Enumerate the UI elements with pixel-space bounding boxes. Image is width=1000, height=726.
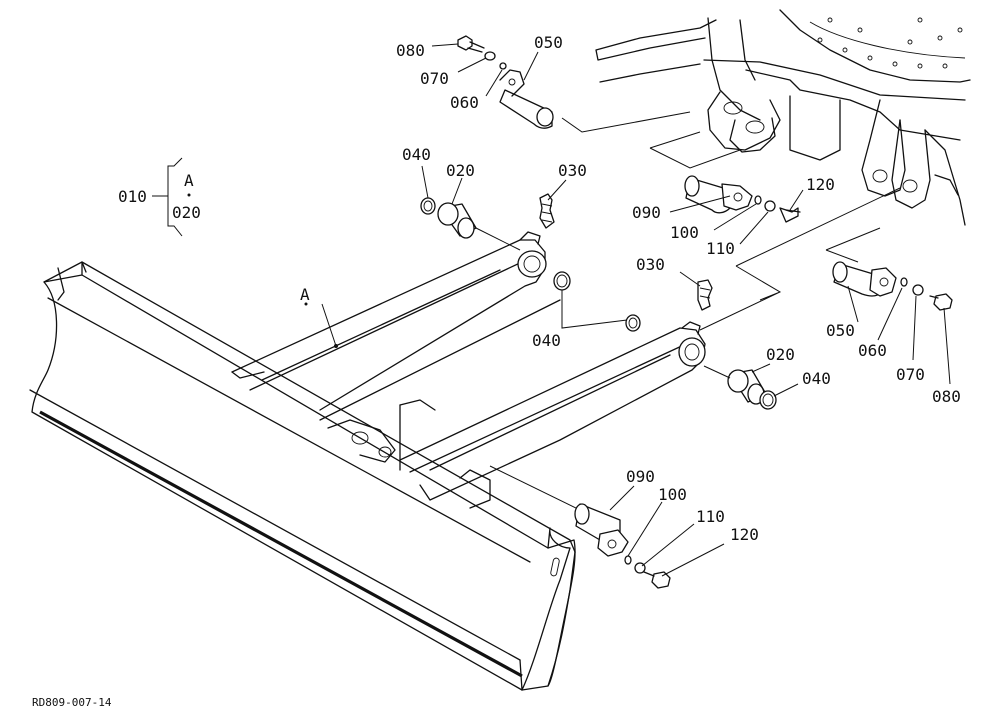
lockwasher-100-lower xyxy=(624,555,632,565)
bolt-080-upper xyxy=(457,35,485,53)
part-label-110-upper: 110 xyxy=(706,239,735,258)
grease-fitting-030-lower xyxy=(697,279,713,311)
part-label-110-lower: 110 xyxy=(696,507,725,526)
part-label-050-lower: 050 xyxy=(826,321,855,340)
washer-110-upper xyxy=(764,200,776,212)
pin-090-upper xyxy=(684,175,753,214)
part-label-080-upper: 080 xyxy=(396,41,425,60)
ring-040-lower-right xyxy=(759,390,777,410)
part-label-060-upper: 060 xyxy=(450,93,479,112)
part-label-120-upper: 120 xyxy=(806,175,835,194)
washer-070-upper xyxy=(484,51,496,61)
break-line-middle xyxy=(649,131,741,169)
part-label-040-lower-right: 040 xyxy=(802,369,831,388)
pin-050-lower xyxy=(832,261,897,297)
part-label-070-lower: 070 xyxy=(896,365,925,384)
part-label-080-lower: 080 xyxy=(932,387,961,406)
lockwasher-060-lower xyxy=(900,277,908,287)
bushing-020-lower xyxy=(727,369,767,405)
part-label-020-lower: 020 xyxy=(766,345,795,364)
lockwasher-100-upper xyxy=(754,195,762,205)
part-label-090-lower: 090 xyxy=(626,467,655,486)
part-label-020-upper: 020 xyxy=(446,161,475,180)
dozer-blade xyxy=(29,261,576,691)
pin-090-lower xyxy=(574,503,629,557)
part-label-070-upper: 070 xyxy=(420,69,449,88)
blade-label-a: A xyxy=(300,285,310,304)
part-label-120-lower: 120 xyxy=(730,525,759,544)
machine-frame xyxy=(595,9,971,226)
break-line-right xyxy=(825,227,881,263)
washer-070-lower xyxy=(912,284,924,296)
leader-lines xyxy=(304,43,951,577)
part-label-040-upper: 040 xyxy=(402,145,431,164)
part-label-050-upper: 050 xyxy=(534,33,563,52)
part-label-100-upper: 100 xyxy=(670,223,699,242)
part-label-030-upper: 030 xyxy=(558,161,587,180)
part-label-060-lower: 060 xyxy=(858,341,887,360)
ring-040-upper-left xyxy=(420,197,436,215)
part-label-100-lower: 100 xyxy=(658,485,687,504)
assembly-ref-a: A xyxy=(184,171,194,190)
break-line-lower xyxy=(699,187,901,331)
break-line-upper xyxy=(561,111,691,133)
bushing-020-upper xyxy=(437,202,477,239)
cross-beam xyxy=(319,299,561,471)
pin-050-upper xyxy=(499,69,554,129)
bolt-120-lower xyxy=(643,571,671,589)
grease-fitting-030-upper xyxy=(539,193,555,229)
right-arm xyxy=(399,321,706,509)
left-arm xyxy=(231,231,547,411)
assembly-number-020: 020 xyxy=(172,203,201,222)
bolt-120-upper xyxy=(779,207,801,223)
part-label-040-mid: 040 xyxy=(532,331,561,350)
lockwasher-060-upper xyxy=(499,62,507,70)
assembly-bracket xyxy=(152,157,191,237)
bolt-080-lower xyxy=(929,293,953,311)
part-label-090-upper: 090 xyxy=(632,203,661,222)
part-label-030-lower: 030 xyxy=(636,255,665,274)
ring-040-lower xyxy=(625,314,641,332)
assembly-number-010: 010 xyxy=(118,187,147,206)
drawing-code: RD809-007-14 xyxy=(32,696,112,709)
